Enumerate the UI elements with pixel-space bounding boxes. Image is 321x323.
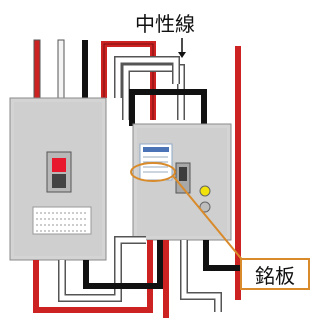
leakage-switch [179, 167, 187, 181]
nameplate-callout [130, 162, 245, 263]
neutral-arrow [178, 38, 186, 58]
main-breaker [9, 97, 107, 261]
vent-panel [32, 206, 92, 235]
neutral-wire-top [129, 89, 207, 126]
bottom-wires [33, 236, 240, 318]
neutral-wire-label: 中性線 [135, 12, 195, 36]
earth-leakage-breaker [132, 123, 232, 241]
nameplate-label: 銘板 [240, 258, 310, 290]
indicator-lamp [199, 185, 211, 197]
breaker-switch-red [52, 158, 66, 172]
test-button [199, 201, 211, 213]
live-wire-top [101, 41, 156, 120]
left-breaker-input-wires [33, 39, 88, 99]
